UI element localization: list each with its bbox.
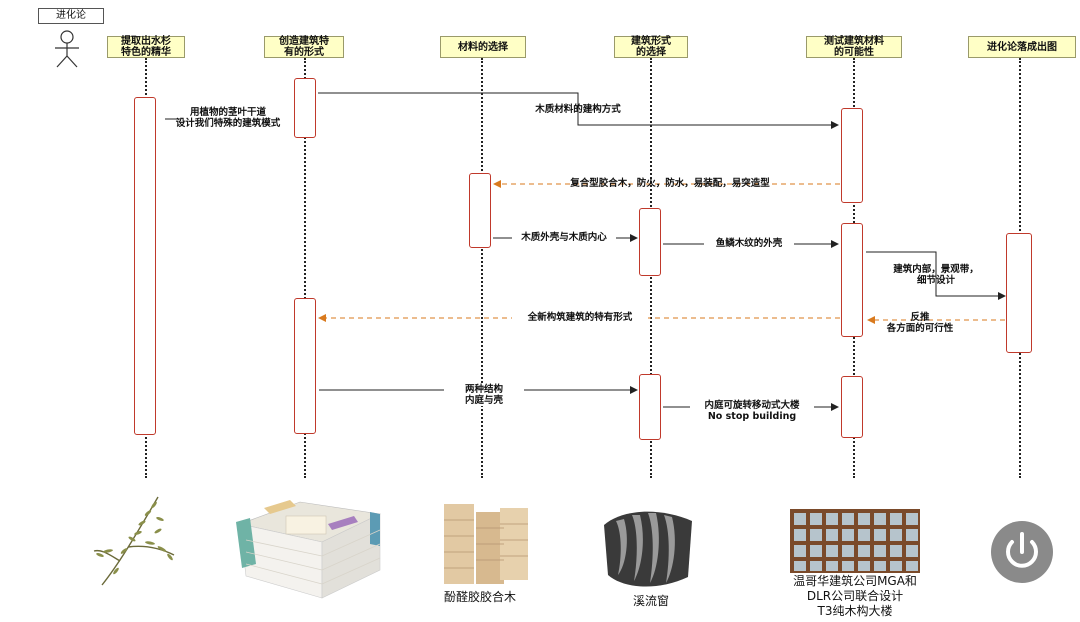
message-label: 复合型胶合木，防火，防水，易装配，易突造型	[570, 178, 770, 189]
activation-output	[1006, 233, 1032, 353]
laminated-timber-image	[444, 504, 528, 584]
message-label: 反推 各方面的可行性	[886, 312, 954, 334]
activation-test-3	[841, 376, 863, 438]
message-label: 建筑内部，景观带， 细节设计	[893, 264, 979, 286]
message-label: 两种结构 内庭与壳	[444, 384, 524, 406]
activation-building-form-1	[639, 208, 661, 276]
arrow-m2	[318, 92, 839, 129]
wood-scale-shell-image	[604, 511, 692, 587]
frame-title: 进化论	[38, 8, 104, 24]
activation-form-1	[294, 78, 316, 138]
activation-test-1	[841, 108, 863, 203]
building-model-image	[236, 500, 382, 599]
timber-tower-image	[790, 509, 920, 573]
activation-test-2	[841, 223, 863, 337]
metasequoia-branch-image	[93, 496, 175, 586]
lifeline-head-building-form: 建筑形式 的选择	[614, 36, 688, 58]
caption-t3-tower: 温哥华建筑公司MGA和 DLR公司联合设计 T3纯木构大楼	[793, 574, 917, 618]
lifeline-head-essence: 提取出水杉 特色的精华	[107, 36, 185, 58]
lifeline-head-form: 创造建筑特 有的形式	[264, 36, 344, 58]
message-label: 内庭可旋转移动式大楼 No stop building	[690, 400, 814, 422]
lifeline-head-output: 进化论落成出图	[968, 36, 1076, 58]
power-icon[interactable]	[990, 520, 1054, 584]
lifeline-form	[304, 58, 306, 478]
activation-building-form-2	[639, 374, 661, 440]
message-label: 用植物的茎叶干道 设计我们特殊的建筑模式	[175, 107, 281, 129]
message-label: 木质外壳与木质内心	[512, 232, 616, 243]
message-label: 木质材料的建构方式	[535, 104, 621, 115]
lifeline-material	[481, 58, 483, 478]
message-label: 全新构筑建筑的特有形式	[512, 312, 648, 323]
activation-form-2	[294, 298, 316, 434]
caption-timber: 酚醛胶胶合木	[443, 590, 516, 604]
lifeline-head-material: 材料的选择	[440, 36, 526, 58]
caption-stream-window: 溪流窗	[632, 594, 669, 608]
activation-material	[469, 173, 491, 248]
arrow-m6	[866, 251, 1006, 300]
actor-icon	[55, 30, 79, 68]
lifeline-head-test-material: 测试建筑材料 的可能性	[806, 36, 902, 58]
message-label: 鱼鳞木纹的外壳	[704, 238, 794, 249]
activation-essence	[134, 97, 156, 435]
